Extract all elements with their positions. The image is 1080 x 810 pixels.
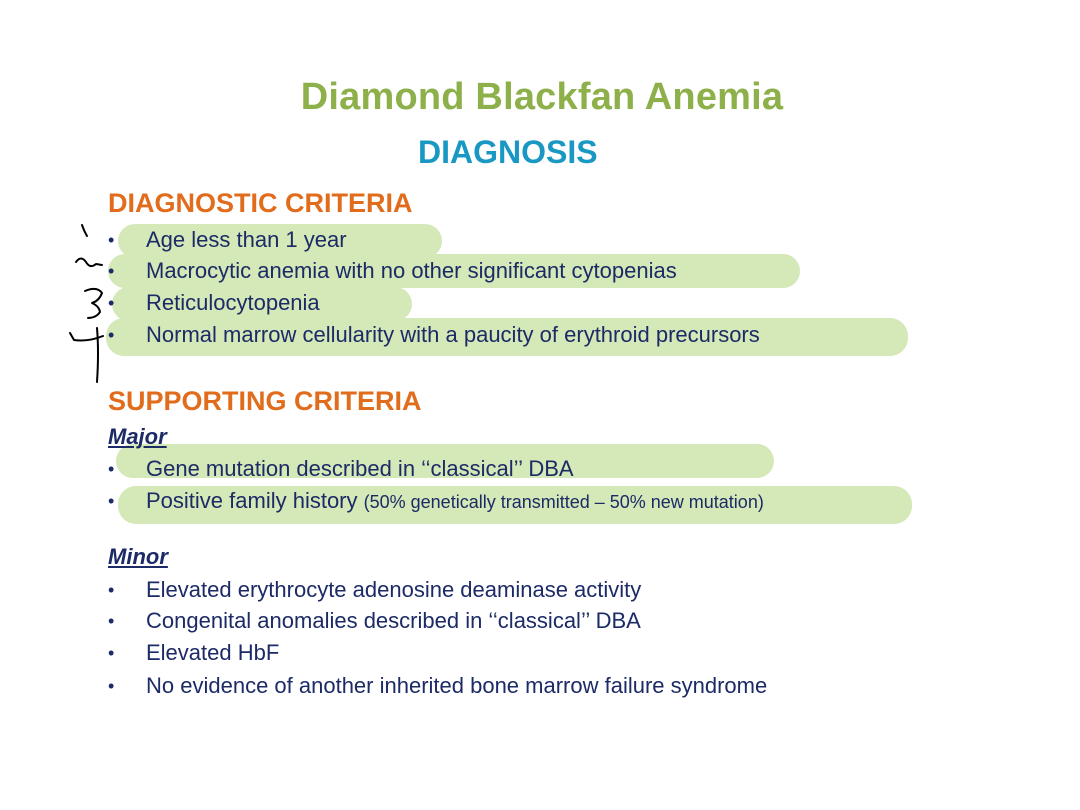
minor-label: Minor: [108, 544, 168, 569]
handwritten-number-4-icon: [69, 327, 104, 383]
highlight-major-1: [116, 444, 774, 478]
bullet-icon: •: [108, 580, 115, 600]
bullet-icon: •: [108, 261, 115, 281]
bullet-icon: •: [108, 611, 115, 631]
handwritten-number-3-icon: [84, 287, 103, 319]
handwritten-number-2-icon: [75, 257, 103, 268]
major-label: Major: [108, 424, 167, 449]
slide-subtitle: DIAGNOSIS: [418, 134, 598, 170]
highlight-diagnostic-3: [112, 287, 412, 321]
highlight-diagnostic-1: [118, 224, 442, 258]
major-item-note: (50% genetically transmitted – 50% new m…: [363, 492, 764, 512]
bullet-icon: •: [108, 325, 115, 345]
highlight-diagnostic-4: [106, 318, 908, 356]
handwritten-number-1-icon: [81, 224, 88, 237]
highlight-major-2: [118, 486, 912, 524]
bullet-icon: •: [108, 643, 115, 663]
supporting-criteria-heading: SUPPORTING CRITERIA: [108, 386, 422, 416]
diagnostic-criteria-heading: DIAGNOSTIC CRITERIA: [108, 188, 413, 218]
slide-title: Diamond Blackfan Anemia: [300, 76, 784, 118]
bullet-icon: •: [108, 491, 115, 511]
highlight-diagnostic-2: [108, 254, 800, 288]
bullet-icon: •: [108, 459, 115, 479]
bullet-icon: •: [108, 230, 115, 250]
bullet-icon: •: [108, 293, 115, 313]
bullet-icon: •: [108, 676, 115, 696]
